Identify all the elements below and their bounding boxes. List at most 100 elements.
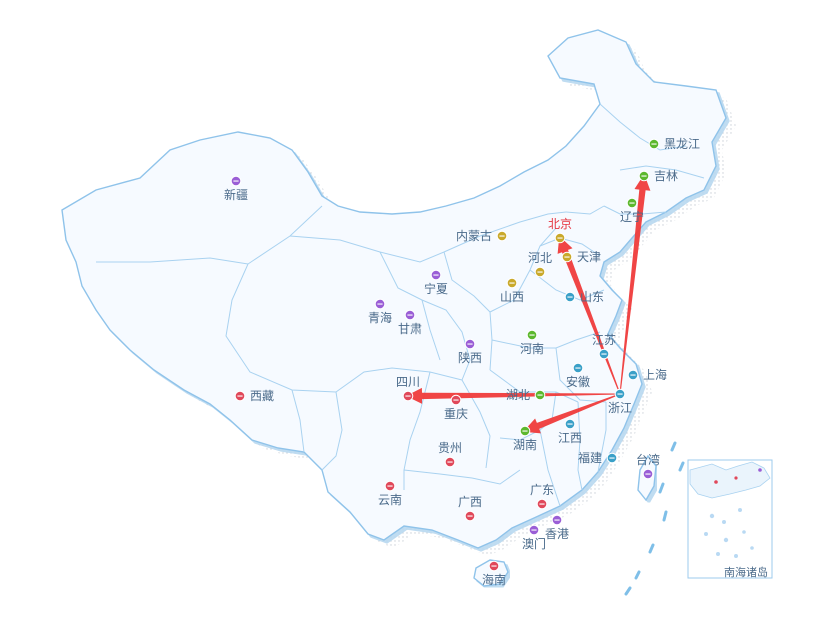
- province-border-25: [565, 205, 605, 215]
- province-marker-shine: [509, 282, 515, 284]
- province-border-24: [603, 205, 667, 215]
- province-北京[interactable]: 北京: [548, 217, 572, 244]
- province-label: 江西: [558, 431, 582, 445]
- province-上海[interactable]: 上海: [627, 367, 667, 382]
- province-澳门[interactable]: 澳门: [522, 524, 546, 551]
- inset-label: 南海诸岛: [724, 565, 768, 579]
- province-border-21: [499, 391, 557, 441]
- province-marker-shine: [609, 457, 615, 459]
- province-marker-shine: [405, 395, 411, 397]
- province-marker-shine: [564, 256, 570, 258]
- province-label: 河北: [528, 251, 552, 265]
- province-label: 宁夏: [424, 281, 448, 296]
- province-四川[interactable]: 四川: [396, 375, 420, 402]
- province-marker-shine: [407, 314, 413, 316]
- province-安徽[interactable]: 安徽: [566, 362, 590, 389]
- province-label: 江苏: [592, 333, 616, 347]
- province-border-0: [96, 257, 249, 265]
- province-marker-shine: [629, 202, 635, 204]
- province-吉林[interactable]: 吉林: [638, 169, 678, 183]
- province-label: 安徽: [566, 374, 590, 389]
- province-marker-shine: [499, 235, 505, 237]
- province-贵州[interactable]: 贵州: [438, 441, 462, 468]
- province-marker-shine: [601, 353, 607, 355]
- province-湖南[interactable]: 湖南: [513, 425, 537, 452]
- province-border-17: [403, 469, 521, 485]
- province-山西[interactable]: 山西: [500, 277, 524, 304]
- province-marker-shine: [539, 503, 545, 505]
- province-广西[interactable]: 广西: [458, 495, 482, 522]
- province-辽宁[interactable]: 辽宁: [620, 197, 644, 224]
- province-天津[interactable]: 天津: [561, 250, 601, 264]
- province-内蒙古[interactable]: 内蒙古: [456, 228, 508, 243]
- province-label: 内蒙古: [456, 228, 492, 243]
- province-香港[interactable]: 香港: [545, 514, 569, 541]
- province-江苏[interactable]: 江苏: [592, 333, 616, 360]
- flow-arrow-吉林: [619, 174, 651, 395]
- province-浙江[interactable]: 浙江: [608, 388, 632, 415]
- province-label: 吉林: [654, 169, 678, 183]
- province-新疆[interactable]: 新疆: [224, 175, 248, 202]
- china-outline: [61, 29, 727, 549]
- province-河南[interactable]: 河南: [520, 329, 544, 356]
- province-marker-shine: [617, 393, 623, 395]
- province-云南[interactable]: 云南: [378, 480, 402, 507]
- province-黑龙江[interactable]: 黑龙江: [648, 137, 700, 151]
- province-河北[interactable]: 河北: [528, 251, 552, 278]
- province-border-4: [321, 391, 343, 471]
- province-宁夏[interactable]: 宁夏: [424, 269, 448, 296]
- province-border-3: [335, 367, 463, 393]
- province-福建[interactable]: 福建: [578, 450, 618, 465]
- province-label: 山西: [500, 290, 524, 304]
- province-label: 新疆: [224, 187, 248, 202]
- province-marker-shine: [554, 519, 560, 521]
- hainan-island-shape: [473, 559, 509, 587]
- province-广东[interactable]: 广东: [530, 483, 554, 510]
- province-江西[interactable]: 江西: [558, 418, 582, 445]
- province-border-18: [539, 429, 561, 507]
- province-台湾[interactable]: 台湾: [636, 452, 660, 480]
- province-border-22: [599, 103, 687, 151]
- province-marker-shine: [537, 271, 543, 273]
- province-border-23: [619, 165, 705, 179]
- province-重庆[interactable]: 重庆: [444, 394, 468, 421]
- province-label: 山东: [580, 290, 604, 304]
- province-山东[interactable]: 山东: [564, 290, 604, 304]
- province-甘肃[interactable]: 甘肃: [398, 309, 422, 336]
- province-marker-shine: [641, 175, 647, 177]
- province-marker-shine: [575, 367, 581, 369]
- province-marker-shine: [237, 395, 243, 397]
- province-label: 辽宁: [620, 209, 644, 224]
- south-china-sea-inset: 南海诸岛: [687, 459, 773, 579]
- province-marker-shine: [557, 237, 563, 239]
- province-border-5: [291, 389, 305, 453]
- province-label: 上海: [643, 367, 667, 382]
- province-陕西[interactable]: 陕西: [458, 338, 482, 365]
- province-marker-shine: [567, 296, 573, 298]
- province-西藏[interactable]: 西藏: [234, 389, 274, 403]
- province-label: 广西: [458, 495, 482, 509]
- province-marker-shine: [567, 423, 573, 425]
- province-border-19: [577, 401, 583, 491]
- province-label: 浙江: [608, 401, 632, 415]
- province-marker-shine: [522, 430, 528, 432]
- province-label: 北京: [548, 217, 572, 231]
- province-marker-shine: [491, 565, 497, 567]
- province-label: 天津: [577, 250, 601, 264]
- province-label: 香港: [545, 527, 569, 541]
- province-marker-shine: [387, 485, 393, 487]
- flow-arrow-四川: [406, 387, 620, 404]
- province-label: 青海: [368, 310, 392, 325]
- province-label: 福建: [578, 450, 602, 465]
- province-label: 澳门: [522, 536, 546, 551]
- province-marker-shine: [233, 180, 239, 182]
- province-label: 台湾: [636, 452, 660, 467]
- province-青海[interactable]: 青海: [368, 298, 392, 325]
- province-label: 甘肃: [398, 322, 422, 336]
- province-海南[interactable]: 海南: [482, 560, 506, 587]
- province-湖北[interactable]: 湖北: [506, 387, 546, 402]
- province-label: 海南: [482, 572, 506, 587]
